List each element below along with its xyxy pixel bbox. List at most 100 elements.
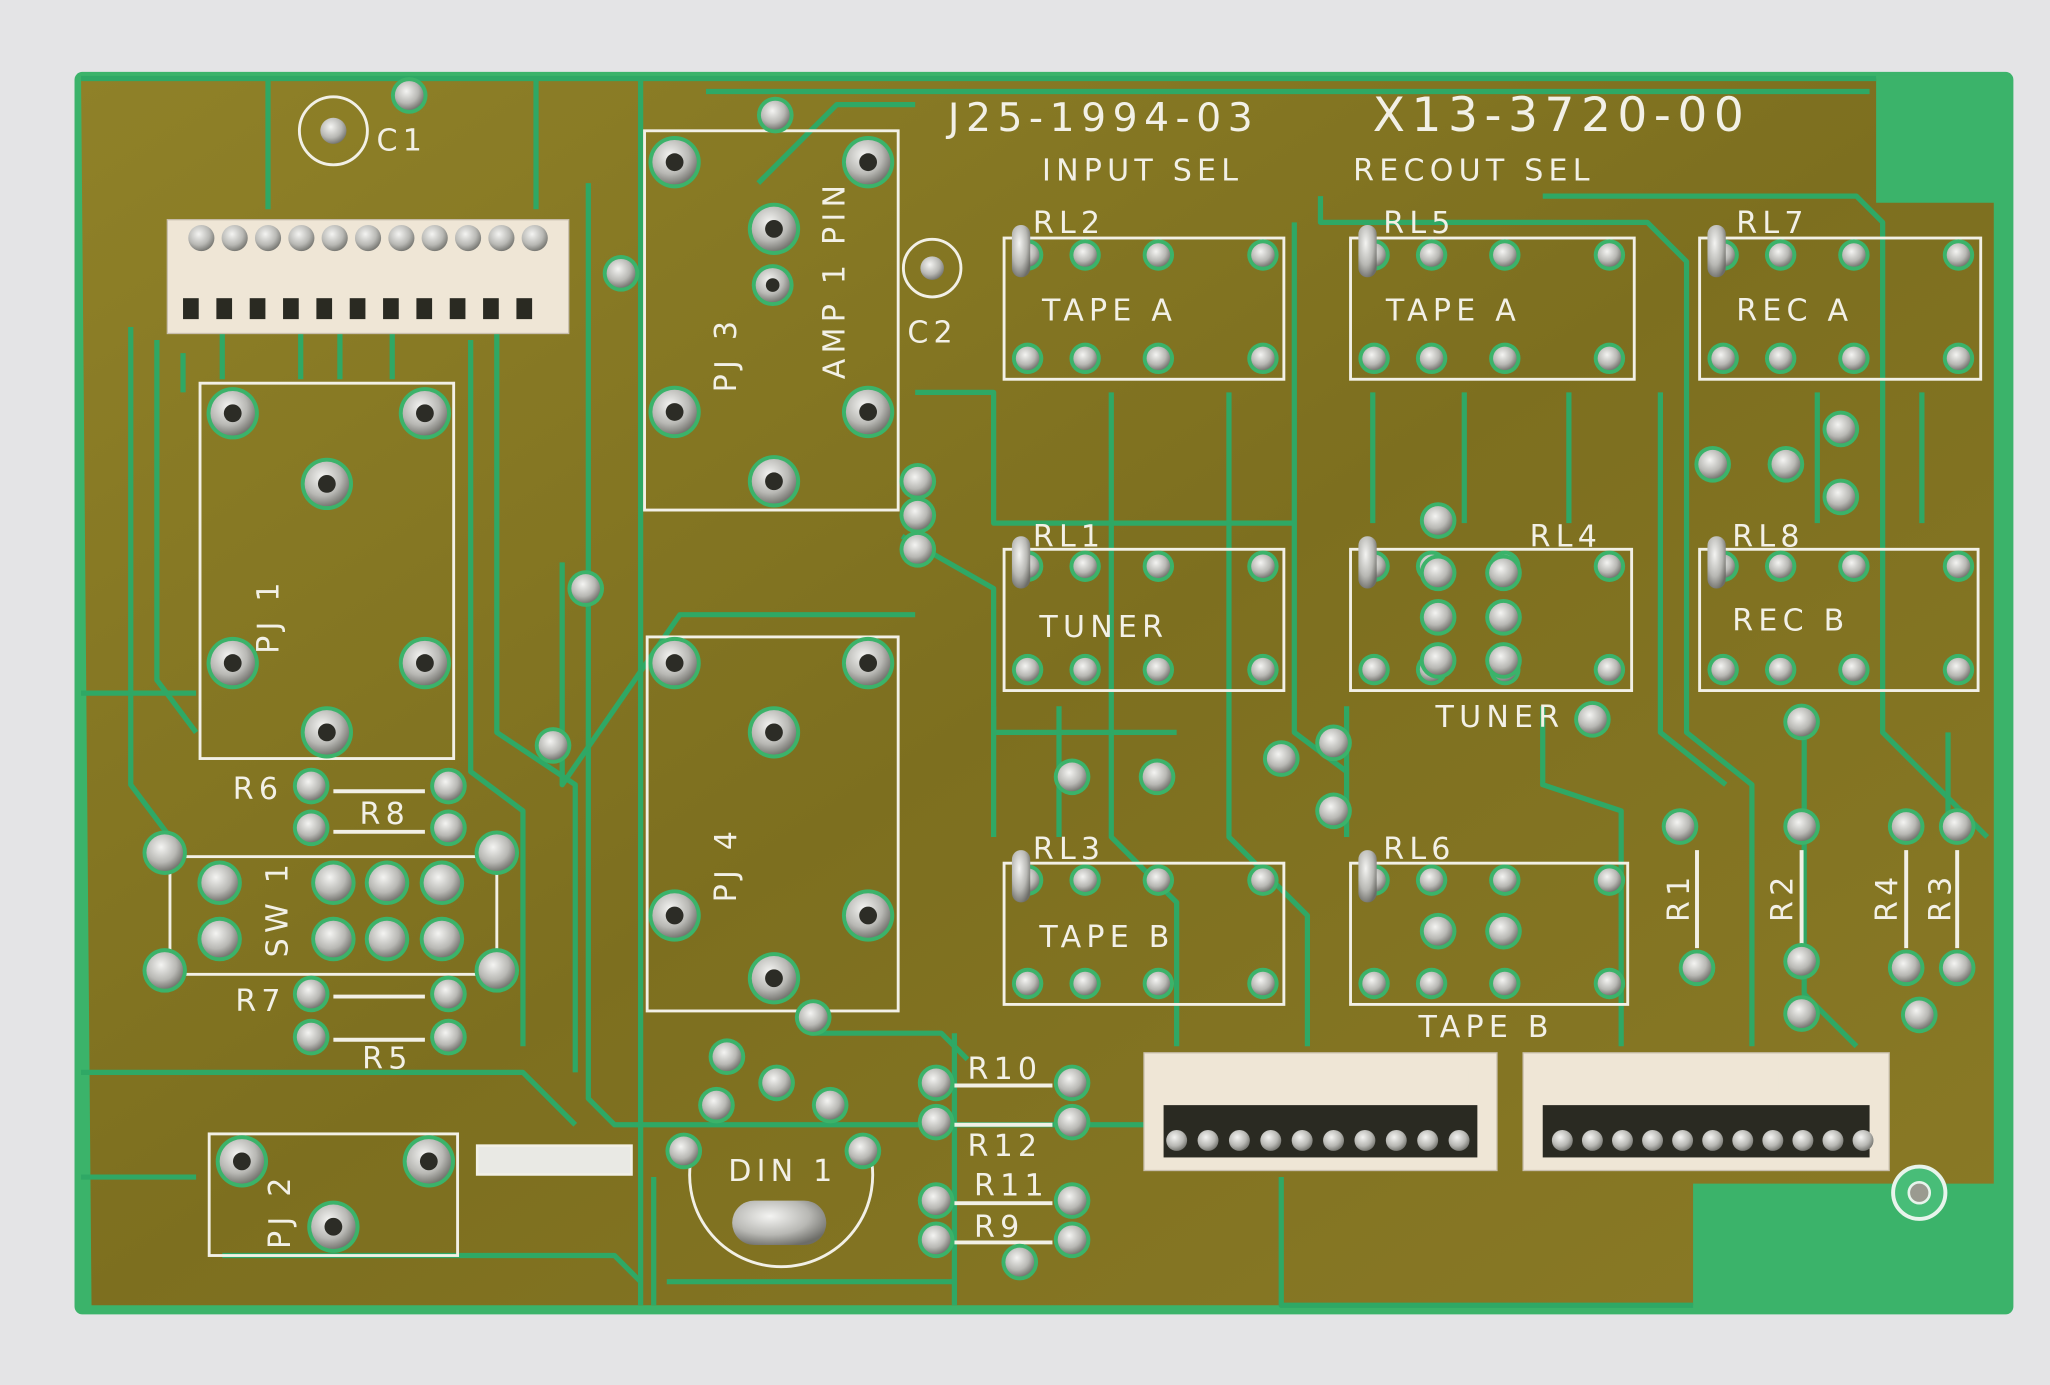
connector-pin-solder [521, 224, 548, 252]
relay-label: TAPE B [1038, 920, 1174, 955]
relay-lead [1707, 536, 1726, 589]
solder-pad [146, 952, 184, 989]
connector-pin-solder [1702, 1129, 1724, 1151]
relay-ref: RL7 [1736, 206, 1808, 241]
connector-pin-slot [1314, 1069, 1331, 1091]
r3-label: R3 [1924, 872, 1959, 922]
solder-pad [1319, 728, 1348, 758]
solder-pad [296, 979, 326, 1009]
solder-pad [423, 920, 461, 958]
solder-pad [368, 864, 406, 902]
connector-pin-solder [1385, 1129, 1407, 1151]
connector-pin-slot [1283, 1069, 1300, 1091]
part-number-1: J25-1994-03 [945, 96, 1259, 141]
r7-label: R7 [235, 984, 285, 1019]
connector-pin-slot [1660, 1069, 1677, 1091]
connector-top-left [166, 219, 570, 335]
connector-pin-slot [1376, 1069, 1392, 1091]
solder-pad [798, 1003, 828, 1032]
connector-pin-slot [1866, 1069, 1882, 1091]
copper-trace [1108, 392, 1180, 1047]
connector-pin-solder [1323, 1129, 1345, 1151]
solder-pad [1146, 657, 1171, 682]
solder-pad [296, 771, 326, 801]
solder-pad [1146, 243, 1171, 267]
pad-hole [416, 654, 434, 672]
connector-pin-slot [283, 298, 299, 320]
solder-pad [571, 574, 601, 603]
r4-label: R4 [1870, 872, 1905, 922]
solder-pad [1578, 704, 1607, 734]
section-input-sel: INPUT SEL [1042, 153, 1243, 188]
relay-lead [1358, 536, 1377, 589]
connector-pin-slot [1601, 1069, 1618, 1091]
connector-pin-solder [1260, 1129, 1282, 1151]
relay-ref: RL5 [1383, 206, 1455, 241]
relay-label: REC A [1736, 293, 1853, 328]
connector-pin-solder [488, 224, 515, 252]
connector-pin-solder [1822, 1129, 1844, 1151]
silkscreen-text: J25-1994-03 X13-3720-00 INPUT SEL RECOUT… [233, 88, 1959, 1249]
solder-pad [815, 1090, 845, 1120]
solder-pad [1597, 868, 1622, 892]
solder-pad [1251, 971, 1275, 996]
solder-pad [1771, 449, 1801, 479]
part-number-2: X13-3720-00 [1373, 88, 1751, 143]
copper-trace [756, 102, 916, 185]
solder-pad [1146, 868, 1171, 892]
relay-label: REC B [1732, 603, 1849, 638]
connector-pin-slot [1807, 1069, 1824, 1091]
relay-ref: RL2 [1033, 206, 1105, 241]
silkscreen-outlines [168, 95, 1983, 1269]
solder-pad [1826, 414, 1856, 444]
solder-pad [1489, 558, 1518, 588]
solder-pad [1842, 554, 1866, 579]
connector-pin-slot [1191, 1069, 1208, 1091]
solder-pad [1146, 971, 1171, 996]
solder-pad [1768, 346, 1793, 371]
relay-lead [1707, 224, 1726, 278]
relay-lead [1358, 224, 1377, 278]
r5-label: R5 [362, 1041, 412, 1076]
connector-pin-slot [249, 298, 266, 320]
relay-lead [1358, 850, 1377, 903]
solder-pad [702, 1090, 731, 1120]
connector-pin-slot [1542, 1069, 1559, 1091]
connector-pin-slot [1222, 1069, 1239, 1091]
pj3-label: PJ 3 [709, 316, 744, 393]
copper-trace [1542, 193, 1990, 839]
mounting-hole-icon [1891, 1164, 1948, 1221]
solder-pad [434, 771, 463, 801]
solder-pad [1682, 953, 1712, 983]
copper-trace [128, 326, 173, 839]
connector-pin-solder [388, 224, 415, 252]
solder-pad [1057, 1107, 1087, 1137]
copper-trace [81, 1069, 578, 1127]
solder-pad [1787, 812, 1816, 841]
pad-hole [419, 1152, 438, 1171]
solder-pad [1073, 554, 1097, 579]
connector-pin-solder [1228, 1129, 1250, 1151]
solder-pad [1251, 346, 1275, 371]
solder-pad [1319, 796, 1348, 826]
relay-ref: RL4 [1530, 520, 1602, 555]
solder-pad [1419, 971, 1444, 996]
copper-trace [585, 183, 1151, 1128]
relay-ref: RL8 [1732, 520, 1804, 555]
connector-pin-solder [1581, 1129, 1603, 1151]
solder-pad [1362, 971, 1386, 996]
connector-pin-slot [383, 298, 399, 320]
connector-pin-solder [321, 224, 348, 252]
solder-pad [921, 1107, 951, 1137]
connector-pin-solder [1166, 1129, 1188, 1151]
pj1-label: PJ 1 [251, 577, 286, 654]
relay-label: TAPE A [1385, 293, 1521, 328]
solder-pad [1146, 554, 1171, 579]
r10-label: R10 [967, 1052, 1042, 1087]
connector-pin-slot [1630, 1069, 1647, 1091]
solder-pad [1073, 868, 1097, 892]
pad-hole [765, 969, 783, 988]
solder-pad [1768, 243, 1793, 267]
solder-pad [1015, 657, 1040, 682]
